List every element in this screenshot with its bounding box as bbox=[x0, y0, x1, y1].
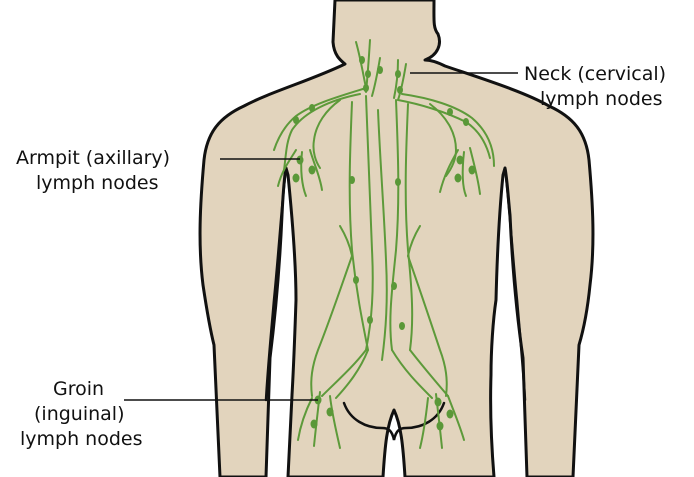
groin-label-line2: (inguinal) bbox=[20, 402, 143, 427]
neck-lymph-nodes-label: Neck (cervical) lymph nodes bbox=[524, 62, 666, 112]
groin-lymph-nodes-label: Groin (inguinal) lymph nodes bbox=[20, 377, 143, 452]
groin-label-line3: lymph nodes bbox=[20, 427, 143, 452]
armpit-label-line1: Armpit (axillary) bbox=[16, 146, 170, 171]
neck-label-line1: Neck (cervical) bbox=[524, 62, 666, 87]
groin-label-line1: Groin bbox=[20, 377, 143, 402]
armpit-lymph-nodes-label: Armpit (axillary) lymph nodes bbox=[16, 146, 170, 196]
neck-label-line2: lymph nodes bbox=[524, 87, 666, 112]
armpit-label-line2: lymph nodes bbox=[16, 171, 170, 196]
